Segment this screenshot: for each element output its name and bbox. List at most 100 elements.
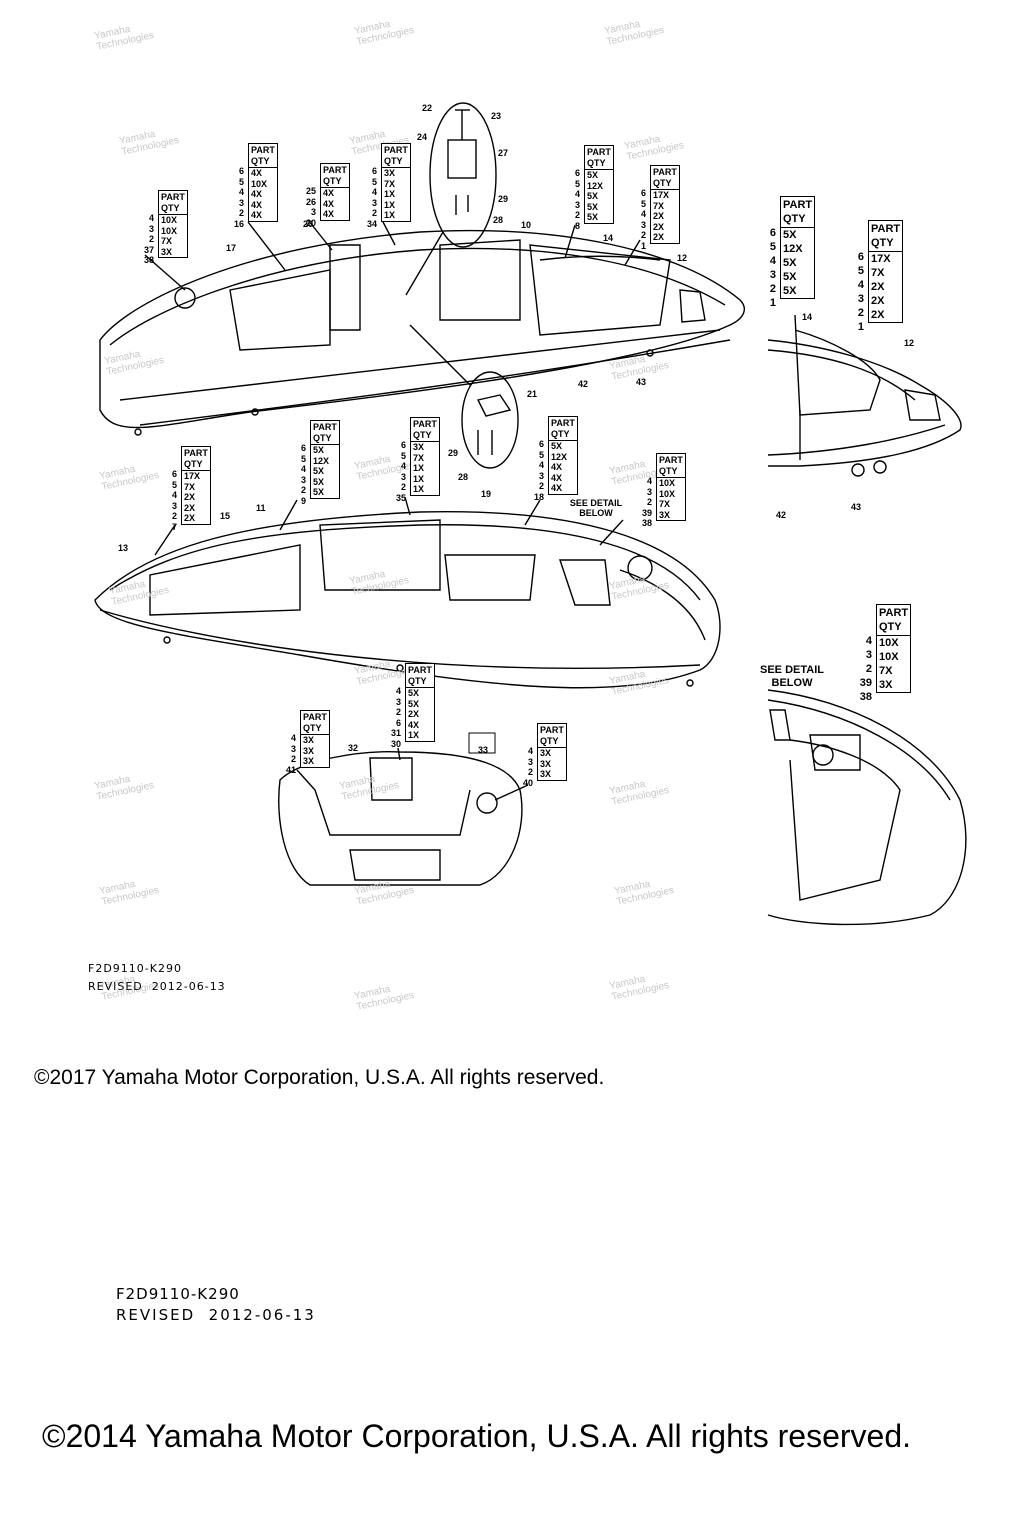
table-header-cell: PART [408, 665, 432, 675]
part-number: 4 [290, 733, 296, 743]
part-number: 2 [865, 663, 872, 675]
table-header-cell: PART [551, 418, 575, 428]
table-header-cell: PART [303, 712, 327, 722]
table-header-cell: PART [161, 192, 185, 202]
callout-number: 19 [481, 489, 492, 499]
part-number: 4 [371, 187, 377, 197]
part-number: 4 [574, 189, 580, 199]
part-number: 2 [300, 485, 306, 495]
part-number: 3 [395, 696, 401, 707]
table-header-cell: QTY [783, 213, 806, 225]
qty-value: 5X [587, 170, 599, 180]
qty-value: 4X [251, 210, 263, 220]
callout-number: 27 [498, 148, 509, 158]
copyright-small: ©2017 Yamaha Motor Corporation, U.S.A. A… [34, 1066, 605, 1089]
qty-value: 1X [384, 189, 396, 199]
callout-number: 43 [851, 502, 862, 512]
part-number: 5 [574, 178, 580, 189]
qty-value: 1X [408, 730, 420, 740]
part-number: 4 [300, 464, 306, 474]
callout-number: 32 [348, 743, 359, 753]
part-number: 3 [857, 293, 864, 305]
table-header-cell: QTY [871, 237, 894, 249]
see-detail-label-zoom: SEE DETAIL BELOW [760, 664, 824, 689]
part-number: 16 [233, 218, 244, 229]
part-number: 3 [310, 207, 316, 217]
callout-number: 14 [802, 312, 813, 322]
qty-value: 3X [303, 745, 315, 756]
part-number: 20 [305, 217, 316, 228]
part-number: 1 [640, 240, 646, 251]
qty-value: 10X [251, 178, 268, 189]
part-number: 2 [290, 754, 296, 764]
qty-value: 7X [413, 452, 425, 463]
qty-value: 4X [251, 189, 263, 199]
qty-value: 4X [251, 168, 263, 178]
drawing-code-large: F2D9110-K290 [116, 1285, 240, 1303]
qty-value: 5X [587, 201, 599, 212]
qty-value: 7X [161, 236, 173, 246]
part-number: 6 [300, 443, 306, 453]
part-number: 4 [527, 746, 533, 756]
qty-value: 5X [408, 688, 420, 698]
qty-value: 2X [408, 709, 420, 719]
part-number: 6 [574, 168, 580, 178]
part-number: 5 [238, 176, 244, 187]
table-header-cell: QTY [551, 428, 570, 439]
part-number: 3 [300, 474, 306, 485]
qty-value: 7X [384, 178, 396, 189]
qty-value: 3X [540, 769, 552, 779]
qty-value: 5X [551, 441, 563, 451]
qty-value: 7X [653, 200, 665, 211]
part-number: 38 [641, 518, 652, 528]
qty-value: 17X [871, 253, 891, 265]
part-number: 35 [395, 492, 406, 503]
qty-value: 3X [303, 756, 315, 766]
part-number: 5 [400, 450, 406, 461]
part-number: 6 [238, 166, 244, 176]
part-number: 31 [390, 728, 401, 738]
callout-number: 10 [521, 220, 532, 230]
table-header-cell: PART [540, 725, 564, 735]
table-header-cell: QTY [323, 175, 342, 186]
part-number: 3 [238, 197, 244, 208]
table-header-cell: QTY [408, 675, 427, 686]
part-number: 34 [366, 218, 377, 229]
part-number: 3 [527, 756, 533, 767]
qty-value: 5X [587, 191, 599, 201]
parts-diagram [94, 102, 967, 926]
qty-value: 5X [313, 445, 325, 455]
part-number: 5 [371, 176, 377, 187]
part-number: 3 [646, 486, 652, 497]
part-number: 3 [171, 500, 177, 511]
table-header-cell: PART [184, 448, 208, 458]
qty-value: 10X [659, 488, 676, 499]
qty-value: 4X [408, 719, 420, 730]
qty-value: 4X [551, 472, 563, 483]
part-number: 6 [400, 440, 406, 450]
qty-value: 4X [323, 188, 335, 198]
qty-value: 5X [408, 698, 420, 709]
qty-value: 2X [653, 221, 665, 232]
qty-value: 17X [184, 471, 201, 481]
part-number: 2 [640, 230, 646, 240]
part-number: 3 [574, 199, 580, 210]
part-number: 4 [646, 476, 652, 486]
callout-number: 21 [527, 389, 538, 399]
